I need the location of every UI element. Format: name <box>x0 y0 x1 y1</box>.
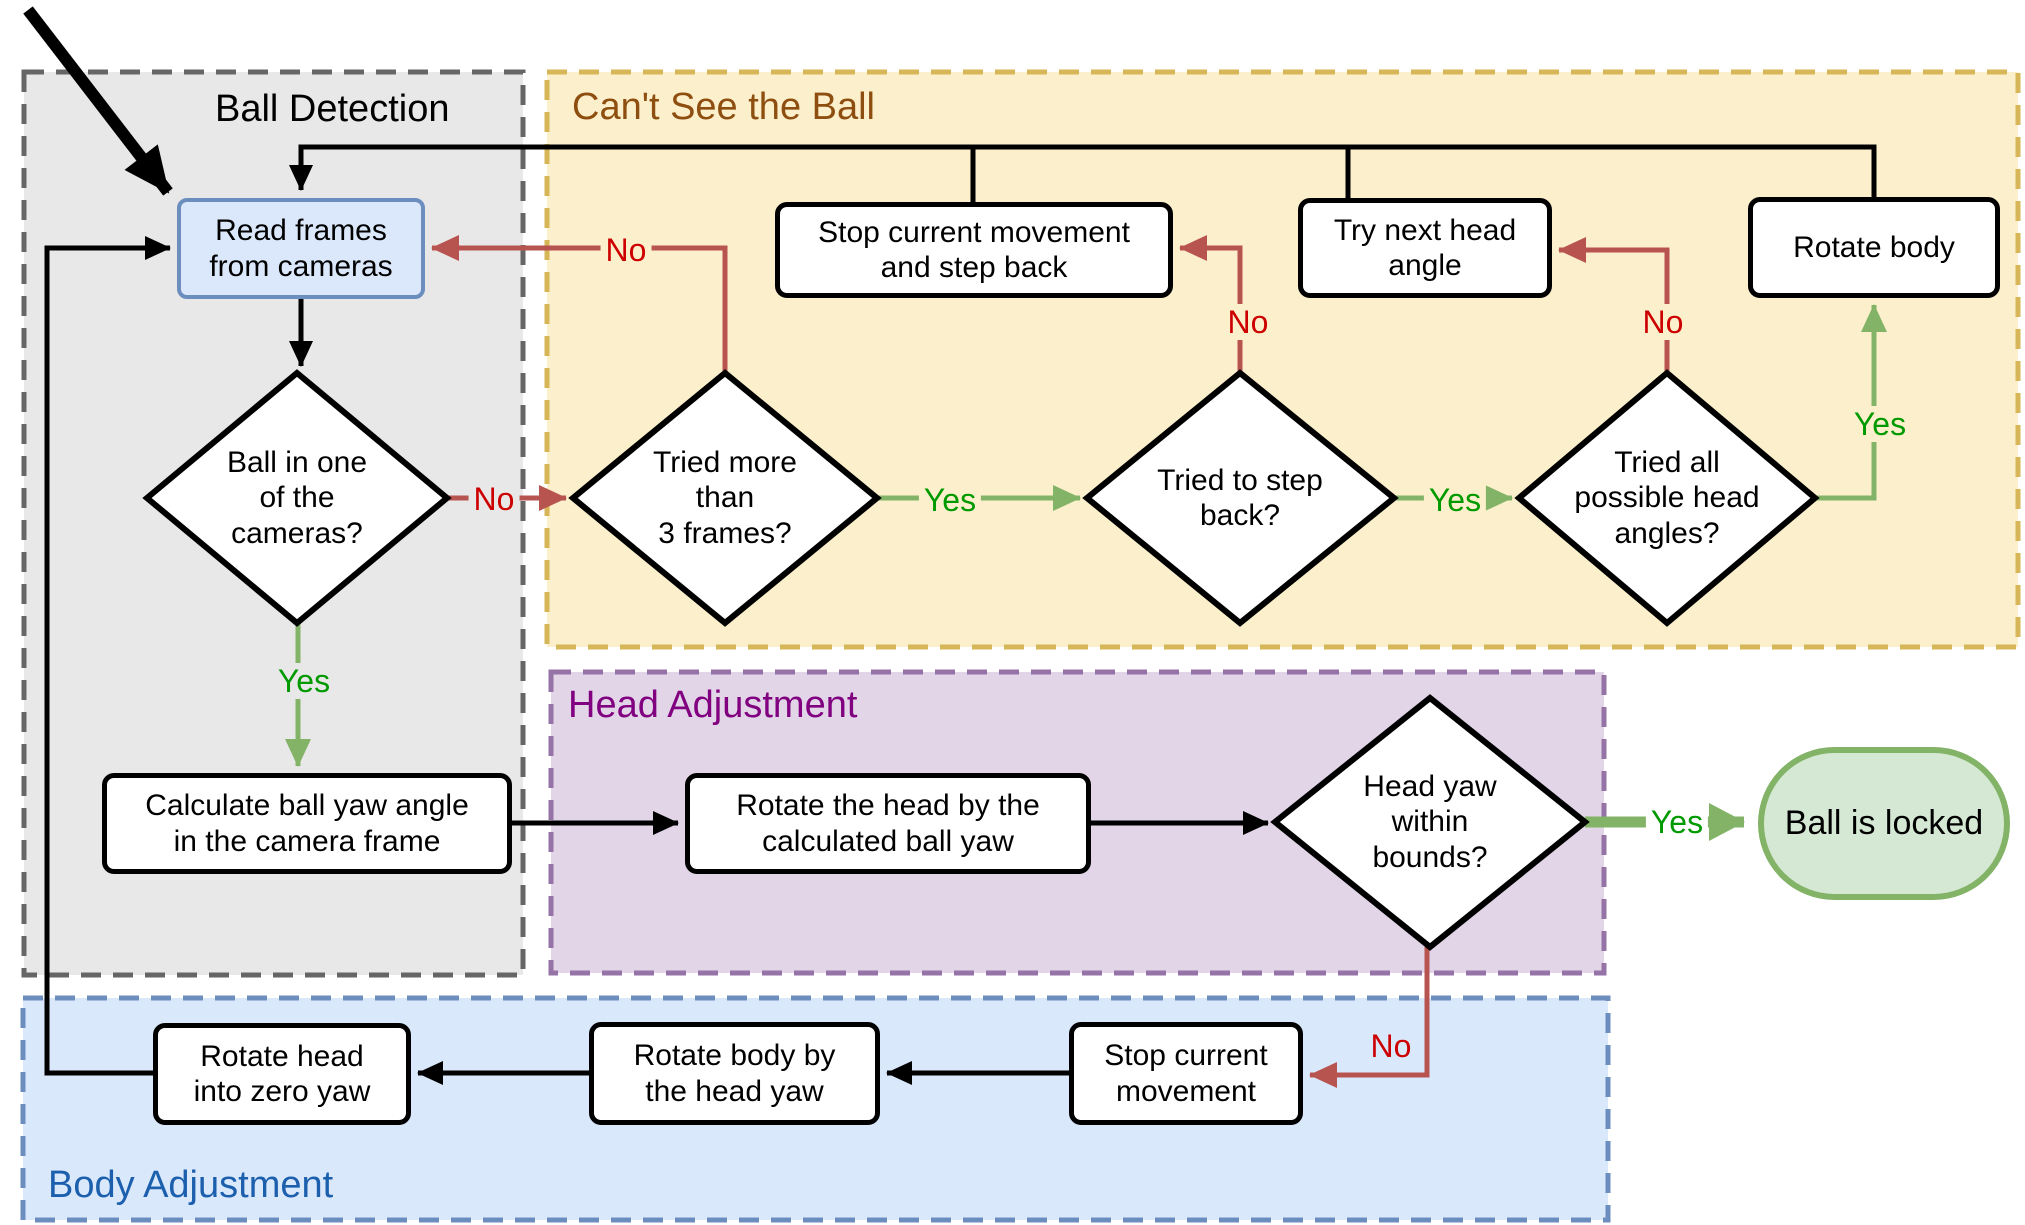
node-rotate-head-zero-yaw: Rotate head into zero yaw <box>153 1023 411 1125</box>
region-title-ball-detection: Ball Detection <box>215 88 450 130</box>
node-try-next-head-angle: Try next head angle <box>1298 198 1552 298</box>
node-read-frames: Read frames from cameras <box>177 198 425 299</box>
edge-start-entry <box>23 6 173 196</box>
edge-no-tried3 <box>431 235 728 373</box>
diamond-tried-to-step-back <box>1082 369 1399 627</box>
region-title-head-adjustment: Head Adjustment <box>568 684 858 726</box>
node-stop-and-step-back: Stop current movement and step back <box>775 202 1173 298</box>
edge-label-tried-step-no: No <box>1222 304 1274 340</box>
edge-label-tried-step-yes: Yes <box>1423 482 1487 518</box>
edge-label-ball-in-no: No <box>468 481 520 517</box>
node-rotate-head-by-yaw: Rotate the head by the calculated ball y… <box>685 773 1091 874</box>
edge-label-tried3-yes: Yes <box>918 482 982 518</box>
edge-label-tried3-no: No <box>600 232 652 268</box>
diamond-ball-in-cameras <box>142 369 452 627</box>
node-calculate-ball-yaw: Calculate ball yaw angle in the camera f… <box>102 773 512 874</box>
node-stop-current-movement: Stop current movement <box>1069 1022 1303 1125</box>
edge-label-head-yaw-yes: Yes <box>1645 804 1709 840</box>
edge-label-tried-all-no: No <box>1637 304 1689 340</box>
edge-label-ball-in-yes: Yes <box>272 663 336 699</box>
region-title-cant-see-the-ball: Can't See the Ball <box>572 86 875 128</box>
edge-rotate-zero-to-read-frames <box>44 236 171 1076</box>
edge-label-head-yaw-no: No <box>1370 1028 1412 1064</box>
node-ball-is-locked: Ball is locked <box>1758 747 2010 900</box>
region-title-body-adjustment: Body Adjustment <box>48 1164 334 1206</box>
edge-label-tried-all-yes: Yes <box>1848 406 1912 442</box>
diamond-tried-all-angles <box>1514 369 1820 627</box>
node-rotate-body: Rotate body <box>1748 197 2000 298</box>
diamond-tried-more-than-3 <box>568 369 882 627</box>
edge-loop-trunk-to-read-frames <box>289 144 1877 197</box>
decision-shapes <box>142 369 1820 951</box>
edge-yes-tried-all <box>1815 304 1887 501</box>
node-rotate-body-by-head-yaw: Rotate body by the head yaw <box>589 1022 880 1125</box>
edge-no-head-yaw <box>1309 947 1430 1088</box>
flow-edges <box>23 6 1877 1085</box>
diamond-head-yaw-within-bounds <box>1270 694 1590 951</box>
